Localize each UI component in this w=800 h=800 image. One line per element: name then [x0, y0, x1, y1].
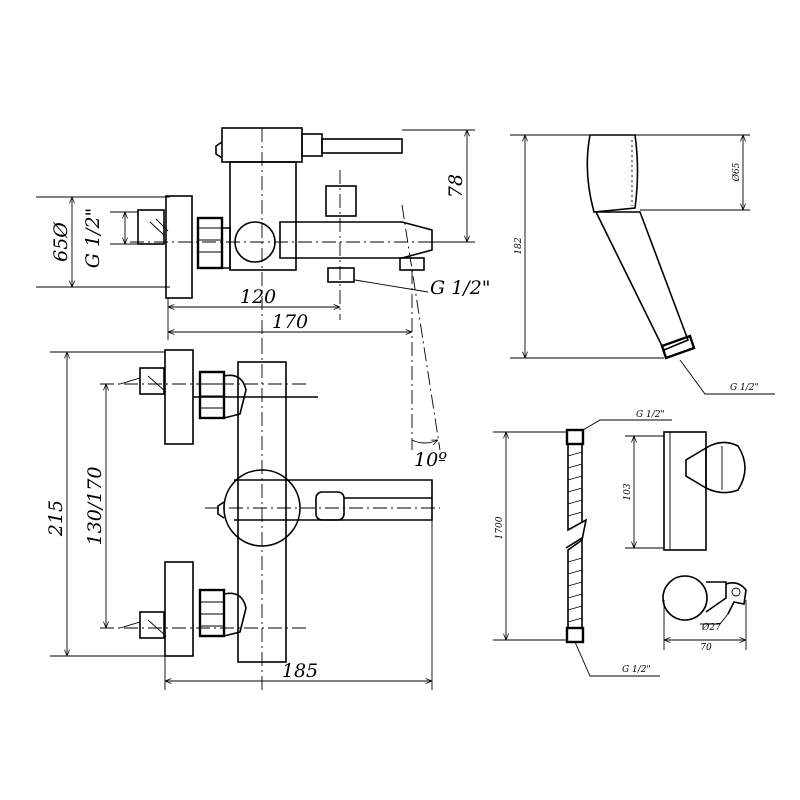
dim-label-1700: 1700	[495, 516, 505, 539]
dim-label-130-170: 130/170	[84, 467, 106, 546]
dim-label-70: 70	[700, 643, 712, 653]
connector-nut	[196, 216, 224, 270]
dim-label-d65: Ø65	[731, 162, 742, 182]
faucet-front-view: 215 130/170 185	[45, 340, 440, 690]
dim-label-182: 182	[514, 237, 524, 254]
dim-label-shower-thread: G 1/2"	[730, 383, 759, 393]
holder-body	[663, 431, 707, 551]
wall-plate-top	[164, 349, 194, 445]
dim-label-185: 185	[282, 660, 318, 682]
nut-bottom	[198, 588, 226, 638]
dim-label-angle: 10º	[414, 449, 447, 471]
dim-label-thread-left: G 1/2"	[82, 208, 104, 269]
holder-view: 103 Ø27 70	[623, 431, 747, 653]
dim-label-170: 170	[272, 311, 308, 333]
pipe-stub-left	[137, 209, 165, 245]
wall-plate-bottom	[164, 561, 194, 657]
holder-base	[662, 575, 708, 621]
diverter-knob	[325, 185, 357, 217]
nut-top	[198, 370, 226, 420]
shower-outlet	[327, 267, 355, 283]
wall-plate	[165, 195, 193, 299]
dim-label-hose-thread-bottom: G 1/2"	[622, 665, 651, 675]
lever-neck	[301, 133, 323, 157]
dim-label-120: 120	[240, 286, 276, 308]
hand-shower-view: 182 Ø65 G 1/2"	[510, 134, 775, 395]
shower-thread	[660, 334, 696, 360]
aerator	[399, 257, 425, 271]
holder-ring	[725, 582, 747, 615]
lever-handle	[321, 138, 403, 154]
front-spout	[234, 479, 433, 521]
faucet-top-view: 65Ø G 1/2" 78 G 1/2" 120 170 10º	[36, 127, 491, 471]
dim-label-78: 78	[445, 174, 467, 198]
shower-head	[586, 134, 639, 213]
dim-label-d27: Ø27	[701, 622, 721, 633]
mixer-body	[229, 161, 297, 271]
dim-label-65: 65Ø	[50, 222, 72, 262]
dim-label-hose-thread-top: G 1/2"	[636, 410, 665, 420]
dim-label-215: 215	[45, 500, 67, 537]
dim-label-103: 103	[623, 483, 633, 500]
dim-label-thread-spout: G 1/2"	[430, 277, 491, 299]
shower-handle	[594, 211, 690, 352]
spout	[279, 221, 433, 259]
hose-view: G 1/2" 1700 G 1/2"	[493, 410, 672, 677]
holder-clip	[705, 441, 746, 494]
